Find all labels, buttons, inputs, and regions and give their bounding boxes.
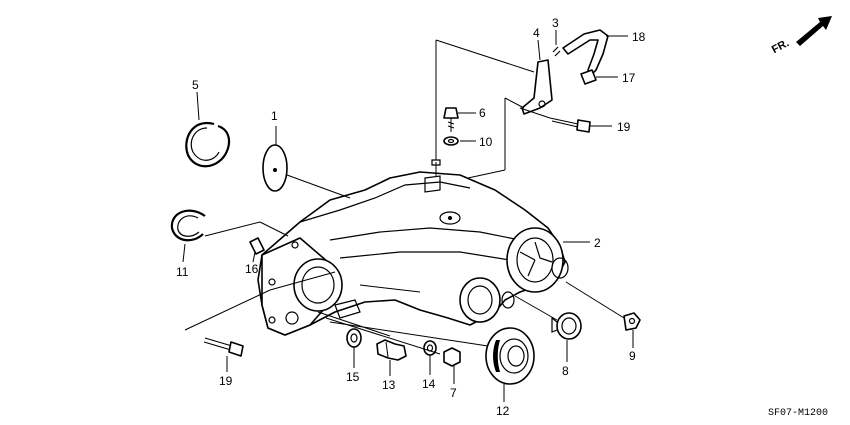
part-14-washer: [423, 340, 437, 356]
callout-12: 12: [496, 404, 510, 418]
part-5-snap-ring: [185, 121, 231, 168]
part-16-dowel-pin: [249, 237, 265, 255]
callout-7: 7: [450, 386, 457, 400]
transfer-housing: [257, 171, 569, 336]
small-stud: [431, 159, 441, 176]
callout-6: 6: [479, 106, 486, 120]
part-8-plug: [551, 312, 582, 340]
front-direction-arrow: FR.: [770, 16, 832, 56]
callout-19-upper: 19: [617, 120, 631, 134]
callout-labels: 1 2 3 4 5 6 7 8 9 10 11 12 13 14 15 16 1…: [176, 16, 646, 418]
part-19-bolt-upper: [549, 117, 591, 133]
diagram-code: SF07-M1200: [768, 408, 828, 419]
part-1-cap: [262, 144, 288, 192]
callout-2: 2: [594, 236, 601, 250]
part-10-washer: [443, 136, 459, 146]
part-3-clip: [552, 46, 561, 57]
callout-13: 13: [382, 378, 396, 392]
callout-5: 5: [192, 78, 199, 92]
part-17-clamp: [580, 69, 597, 85]
part-7-plug: [443, 347, 461, 367]
part-11-snap-ring: [170, 209, 206, 242]
callout-9: 9: [629, 349, 636, 363]
callout-17: 17: [622, 71, 636, 85]
callout-8: 8: [562, 364, 569, 378]
part-12-oil-seal: [485, 327, 535, 385]
part-15-washer: [346, 328, 362, 348]
part-18-breather-hose: [562, 29, 609, 75]
callout-16: 16: [245, 262, 259, 276]
callout-3: 3: [552, 16, 559, 30]
part-13-plug: [376, 339, 407, 361]
callout-14: 14: [422, 377, 436, 391]
direction-label: FR.: [770, 37, 791, 56]
callout-19-lower: 19: [219, 374, 233, 388]
part-4-bracket: [521, 59, 553, 115]
callout-15: 15: [346, 370, 360, 384]
leader-lines: [182, 30, 634, 402]
callout-1: 1: [271, 109, 278, 123]
part-9-plug: [623, 312, 641, 331]
callout-4: 4: [533, 26, 540, 40]
callout-11: 11: [176, 265, 189, 279]
part-19-bolt-lower: [203, 337, 244, 357]
callout-10: 10: [479, 135, 493, 149]
callout-18: 18: [632, 30, 646, 44]
part-6-bolt: [443, 107, 459, 132]
